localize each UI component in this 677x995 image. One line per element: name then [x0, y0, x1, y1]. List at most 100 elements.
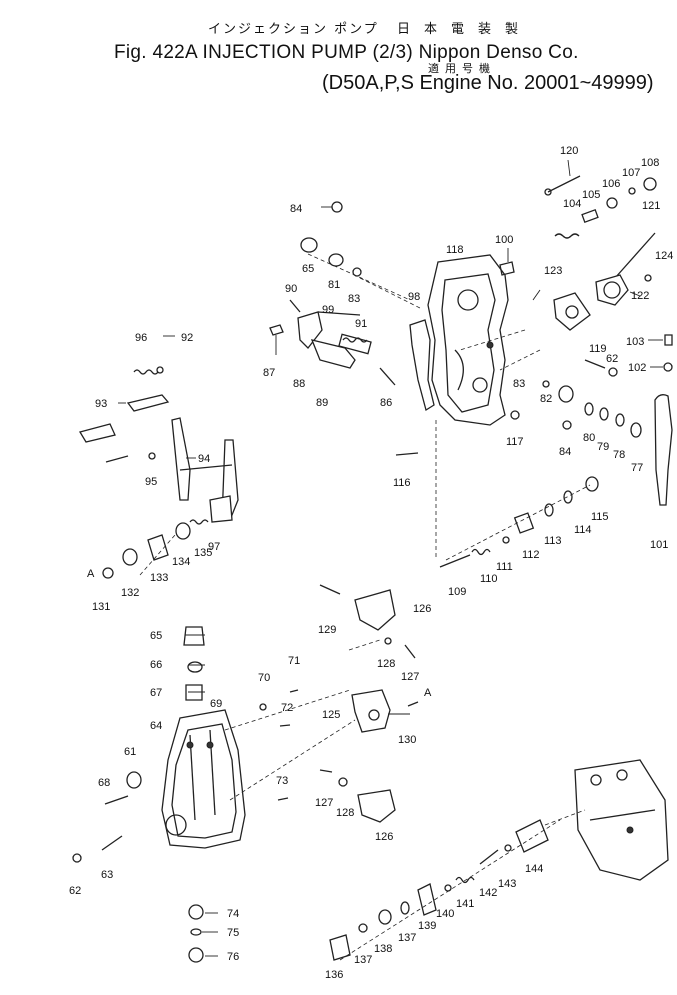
label-100: 100: [495, 234, 513, 246]
label-105: 105: [582, 189, 600, 201]
label-116: 116: [393, 477, 411, 489]
lever-98: [409, 319, 435, 412]
label-107: 107: [622, 167, 640, 179]
label-127b: 127: [315, 797, 333, 809]
label-130: 130: [398, 734, 416, 746]
label-83b: 83: [513, 378, 525, 390]
label-62b: 62: [69, 885, 81, 897]
label-88: 88: [293, 378, 305, 390]
label-83a: 83: [348, 293, 360, 305]
label-98: 98: [408, 291, 420, 303]
label-71: 71: [288, 655, 300, 667]
label-128b: 128: [336, 807, 354, 819]
label-93: 93: [95, 398, 107, 410]
label-64: 64: [150, 720, 162, 732]
label-61: 61: [124, 746, 136, 758]
label-95: 95: [145, 476, 157, 488]
small-fasteners: [72, 689, 299, 863]
label-139: 139: [418, 920, 436, 932]
label-74: 74: [227, 908, 239, 920]
bolts-116-117: [395, 410, 520, 456]
label-104: 104: [563, 198, 581, 210]
label-101: 101: [650, 539, 668, 551]
label-136: 136: [325, 969, 343, 981]
right-middle-shaft-row: [439, 476, 599, 568]
alignment-lines: [139, 253, 591, 961]
label-90: 90: [285, 283, 297, 295]
japanese-manufacturer: 日本電装製: [397, 22, 533, 37]
label-92: 92: [181, 332, 193, 344]
label-81: 81: [328, 279, 340, 291]
label-111: 111: [496, 561, 513, 573]
label-65b: 65: [150, 630, 162, 642]
label-78: 78: [613, 449, 625, 461]
label-124: 124: [655, 250, 673, 262]
label-114: 114: [574, 524, 592, 536]
label-113: 113: [544, 535, 562, 547]
label-122: 122: [631, 290, 649, 302]
label-69: 69: [210, 698, 222, 710]
fitting-stack: [183, 626, 205, 701]
label-63: 63: [101, 869, 113, 881]
label-72: 72: [281, 702, 293, 714]
label-133: 133: [150, 572, 168, 584]
label-115: 115: [591, 511, 609, 523]
label-127a: 127: [401, 671, 419, 683]
nut-washer-stack: [188, 904, 204, 963]
part-number-labels: 120 108 107 106 105 104 121 124 100 118 …: [69, 145, 673, 981]
label-120: 120: [560, 145, 578, 157]
label-118: 118: [446, 244, 464, 256]
label-123: 123: [544, 265, 562, 277]
label-82a: 82: [540, 393, 552, 405]
lever-set: [269, 299, 396, 386]
label-131: 131: [92, 601, 110, 613]
label-126a: 126: [413, 603, 431, 615]
label-65a: 65: [302, 263, 314, 275]
label-79: 79: [597, 441, 609, 453]
label-86: 86: [380, 397, 392, 409]
label-125: 125: [322, 709, 340, 721]
label-87: 87: [263, 367, 275, 379]
label-103: 103: [626, 336, 644, 348]
label-137a: 137: [398, 932, 416, 944]
label-73: 73: [276, 775, 288, 787]
label-141: 141: [456, 898, 474, 910]
label-97: 97: [208, 541, 220, 553]
label-67: 67: [150, 687, 162, 699]
label-119: 119: [589, 343, 607, 355]
label-140: 140: [436, 908, 454, 920]
label-138: 138: [374, 943, 392, 955]
label-84a: 84: [290, 203, 302, 215]
label-144: 144: [525, 863, 543, 875]
label-128a: 128: [377, 658, 395, 670]
label-129: 129: [318, 624, 336, 636]
japanese-title: インジェクション ポンプ: [208, 22, 379, 37]
label-99: 99: [322, 304, 334, 316]
upper-bracket-126: [319, 584, 416, 659]
label-76: 76: [227, 951, 239, 963]
label-108: 108: [641, 157, 659, 169]
label-112: 112: [522, 549, 540, 561]
label-77: 77: [631, 462, 643, 474]
lower-shaft-row: [329, 819, 549, 961]
label-91: 91: [355, 318, 367, 330]
label-94: 94: [198, 453, 210, 465]
label-121: 121: [642, 200, 660, 212]
label-80: 80: [583, 432, 595, 444]
label-126b: 126: [375, 831, 393, 843]
left-shaft-row: [102, 519, 209, 579]
label-135: 135: [194, 547, 212, 559]
label-143: 143: [498, 878, 516, 890]
leader-lines: [118, 159, 663, 957]
upper-right-parts: [499, 175, 673, 506]
label-68: 68: [98, 777, 110, 789]
label-66: 66: [150, 659, 162, 671]
label-89: 89: [316, 397, 328, 409]
lower-bracket-126: [319, 769, 396, 823]
label-132: 132: [121, 587, 139, 599]
label-117: 117: [506, 436, 524, 448]
label-96: 96: [135, 332, 147, 344]
engine-number-range: (D50A,P,S Engine No. 20001~49999): [322, 72, 654, 94]
lower-housing-69: [161, 709, 246, 849]
